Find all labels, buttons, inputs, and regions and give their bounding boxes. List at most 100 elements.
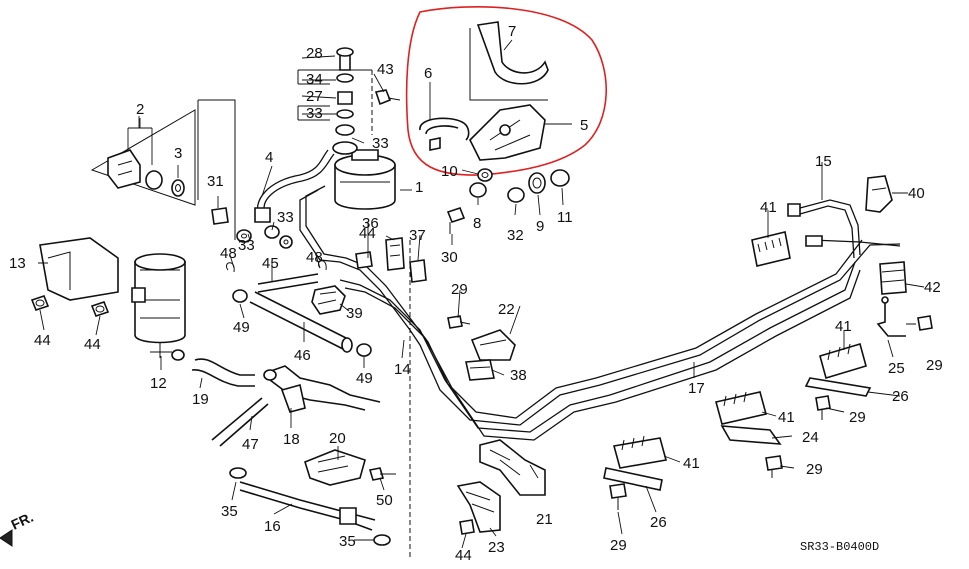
clamp-part-49-a [232, 289, 248, 303]
callout-6: 6 [424, 65, 432, 82]
bracket-part-25 [876, 296, 906, 337]
hose-19 [191, 358, 255, 387]
fitting-line-end-41 [805, 235, 823, 247]
clamp-part-35-b [373, 534, 391, 546]
callout-39: 39 [346, 305, 363, 322]
connector-part-2 [107, 118, 153, 189]
callout-26: 26 [650, 514, 667, 531]
callout-24: 24 [802, 429, 819, 446]
washer-part-33-c [264, 225, 280, 239]
callout-31: 31 [207, 173, 224, 190]
front-direction-arrow [0, 529, 13, 547]
bracket-part-21 [479, 439, 546, 496]
callout-14: 14 [394, 361, 411, 378]
hose-46-end [341, 337, 353, 353]
fuel-line-17b [344, 269, 861, 441]
callout-16: 16 [264, 518, 281, 535]
fuel-hose-4 [256, 149, 335, 221]
callout-49: 49 [356, 370, 373, 387]
hose-16-fitting [339, 507, 357, 525]
banjo-bolt-stack [297, 47, 372, 136]
callout-48: 48 [306, 249, 323, 266]
callout-44: 44 [34, 332, 51, 349]
fuel-filter [332, 141, 412, 210]
nut-part-44-d [459, 519, 475, 535]
callout-33: 33 [277, 209, 294, 226]
callout-38: 38 [510, 367, 527, 384]
callout-5: 5 [580, 117, 588, 134]
callout-29: 29 [451, 281, 468, 298]
callout-22: 22 [498, 301, 515, 318]
highlight-outline [405, 6, 607, 176]
clip-part-38 [465, 359, 495, 381]
washer-part-33-a [236, 229, 252, 243]
callout-2: 2 [136, 101, 144, 118]
callout-4: 4 [265, 149, 273, 166]
callout-41: 41 [835, 318, 852, 335]
callout-43: 43 [377, 61, 394, 78]
clip-part-42 [879, 261, 907, 295]
callout-29: 29 [610, 537, 627, 554]
leader-lines [38, 39, 925, 549]
brake-line-15b [799, 205, 855, 259]
clamp-part-48-a [226, 262, 235, 273]
diagram-code: SR33-B0400D [800, 540, 879, 554]
callout-21: 21 [536, 511, 553, 528]
callout-35: 35 [221, 503, 238, 520]
callout-49: 49 [233, 319, 250, 336]
callout-32: 32 [507, 227, 524, 244]
callout-12: 12 [150, 375, 167, 392]
callout-18: 18 [283, 431, 300, 448]
bracket-part-26-b [603, 467, 663, 491]
callout-7: 7 [508, 23, 516, 40]
clip-part-41-d [612, 435, 668, 469]
callout-29: 29 [926, 357, 943, 374]
callout-13: 13 [9, 255, 26, 272]
bracket-part-26-a [804, 377, 872, 397]
nut-part-31 [211, 207, 229, 225]
bracket-part-24 [720, 425, 782, 445]
callout-27: 27 [306, 88, 323, 105]
clip-part-41-b [819, 342, 867, 380]
clip-part-40 [865, 175, 893, 213]
callout-46: 46 [294, 347, 311, 364]
bracket-part-22 [470, 329, 516, 361]
callout-8: 8 [473, 215, 481, 232]
callout-1: 1 [415, 179, 423, 196]
clamp-part-49-b [356, 343, 372, 357]
hose-47 [211, 397, 269, 447]
hose-45 [257, 273, 319, 293]
callout-34: 34 [306, 71, 323, 88]
callout-35: 35 [339, 533, 356, 550]
callout-37: 37 [409, 227, 426, 244]
fitting-small [254, 207, 271, 223]
callout-36: 36 [362, 215, 379, 232]
fuel-line-17 [339, 261, 856, 433]
nut-part-44-a [30, 295, 50, 311]
callout-29: 29 [806, 461, 823, 478]
clip-part-41-c [715, 391, 767, 425]
callout-19: 19 [192, 391, 209, 408]
bolt-part-29-c [815, 395, 831, 420]
fuel-line-14 [299, 189, 901, 426]
group-box-left-fitting [197, 99, 236, 240]
callout-11: 11 [557, 209, 573, 226]
bracket-part-23 [456, 481, 501, 533]
callout-17: 17 [688, 380, 705, 397]
bolt-part-50 [368, 467, 396, 481]
callout-47: 47 [242, 436, 259, 453]
callout-45: 45 [262, 255, 279, 272]
front-direction-label: FR. [9, 509, 36, 533]
callout-41: 41 [760, 199, 777, 216]
fitting-line-end-15 [787, 203, 801, 217]
callout-41: 41 [683, 455, 700, 472]
line-right-end [811, 239, 901, 247]
charcoal-canister [39, 237, 186, 361]
nut-part-44-b [90, 301, 110, 317]
grommet-part-8 [469, 182, 487, 198]
bolt-part-29-b [906, 315, 933, 331]
fitting-part-18 [263, 365, 381, 413]
callout-40: 40 [908, 185, 925, 202]
bracket-part-20 [304, 449, 366, 486]
